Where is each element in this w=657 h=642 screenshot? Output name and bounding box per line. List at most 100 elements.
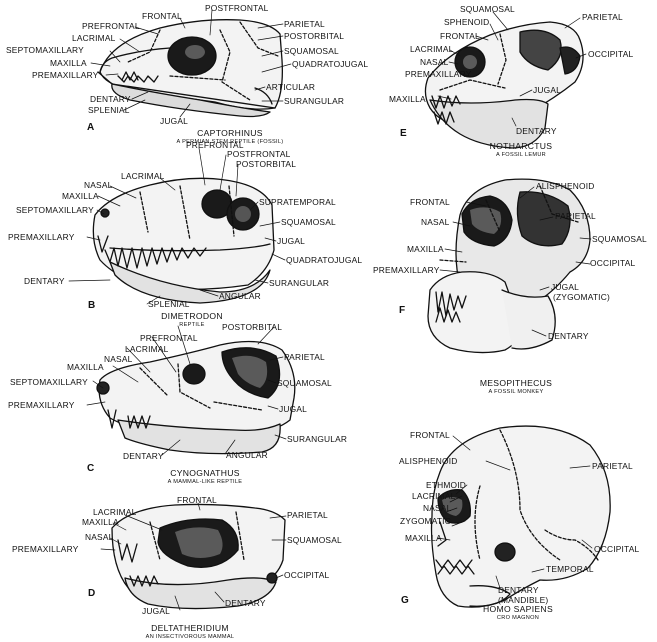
label-b-lacrimal: LACRIMAL bbox=[121, 172, 165, 181]
label-b-splenial: SPLENIAL bbox=[148, 300, 190, 309]
figure-letter-e: E bbox=[400, 128, 407, 139]
label-a-premaxillary: PREMAXILLARY bbox=[32, 71, 98, 80]
label-g-lacrimal: LACRIMAL bbox=[412, 492, 456, 501]
label-g-parietal: PARIETAL bbox=[592, 462, 633, 471]
label-d-lacrimal: LACRIMAL bbox=[93, 508, 137, 517]
caption-f-title: MESOPITHECUS bbox=[456, 379, 576, 388]
label-a-articular: ARTICULAR bbox=[266, 83, 315, 92]
figure-letter-d: D bbox=[88, 588, 95, 599]
label-f-frontal: FRONTAL bbox=[410, 198, 450, 207]
label-f-alisphenoid: ALISPHENOID bbox=[536, 182, 595, 191]
label-c-nasal: NASAL bbox=[104, 355, 132, 364]
label-g-nasal: NASAL bbox=[423, 504, 451, 513]
label-c-squamosal: SQUAMOSAL bbox=[277, 379, 332, 388]
label-a-squamosal: SQUAMOSAL bbox=[284, 47, 339, 56]
label-b-squamosal: SQUAMOSAL bbox=[281, 218, 336, 227]
label-d-parietal: PARIETAL bbox=[287, 511, 328, 520]
label-d-nasal: NASAL bbox=[85, 533, 113, 542]
label-e-frontal: FRONTAL bbox=[440, 32, 480, 41]
label-e-lacrimal: LACRIMAL bbox=[410, 45, 454, 54]
figure-letter-c: C bbox=[87, 463, 94, 474]
label-c-septomaxillary: SEPTOMAXILLARY bbox=[10, 378, 88, 387]
caption-g-subtitle: CRO MAGNON bbox=[463, 614, 573, 623]
label-d-occipital: OCCIPITAL bbox=[284, 571, 329, 580]
figure-letter-b: B bbox=[88, 300, 95, 311]
figure-letter-a: A bbox=[87, 122, 94, 133]
label-a-postorbital: POSTORBITAL bbox=[284, 32, 344, 41]
caption-d: DELTATHERIDIUM AN INSECTIVOROUS MAMMAL bbox=[125, 624, 255, 642]
label-a-quadratojugal: QUADRATOJUGAL bbox=[292, 60, 368, 69]
label-c-jugal: JUGAL bbox=[279, 405, 307, 414]
caption-f-subtitle: A FOSSIL MONKEY bbox=[456, 388, 576, 397]
label-a-septomaxillary: SEPTOMAXILLARY bbox=[6, 46, 84, 55]
label-c-surangular: SURANGULAR bbox=[287, 435, 347, 444]
label-d-dentary: DENTARY bbox=[225, 599, 266, 608]
label-c-maxilla: MAXILLA bbox=[67, 363, 104, 372]
label-f-maxilla: MAXILLA bbox=[407, 245, 444, 254]
caption-c-title: CYNOGNATHUS bbox=[140, 469, 270, 478]
label-d-premaxillary: PREMAXILLARY bbox=[12, 545, 78, 554]
label-a-parietal: PARIETAL bbox=[284, 20, 325, 29]
label-f-squamosal: SQUAMOSAL bbox=[592, 235, 647, 244]
skull-f-drawing bbox=[428, 179, 590, 352]
caption-e: NOTHARCTUS A FOSSIL LEMUR bbox=[466, 142, 576, 160]
label-b-surangular: SURANGULAR bbox=[269, 279, 329, 288]
label-b-septomaxillary: SEPTOMAXILLARY bbox=[16, 206, 94, 215]
label-a-maxilla: MAXILLA bbox=[50, 59, 87, 68]
label-d-jugal: JUGAL bbox=[142, 607, 170, 616]
label-c-angular: ANGULAR bbox=[226, 451, 268, 460]
label-f-jugal: JUGAL bbox=[551, 283, 579, 292]
label-a-prefrontal: PREFRONTAL bbox=[82, 22, 140, 31]
label-g-dentary: DENTARY bbox=[498, 586, 539, 595]
label-b-supratemporal: SUPRATEMPORAL bbox=[259, 198, 336, 207]
label-c-premaxillary: PREMAXILLARY bbox=[8, 401, 74, 410]
label-e-sphenoid: SPHENOID bbox=[444, 18, 489, 27]
label-b-jugal: JUGAL bbox=[277, 237, 305, 246]
label-b-nasal: NASAL bbox=[84, 181, 112, 190]
caption-b-title: DIMETRODON bbox=[142, 312, 242, 321]
label-e-squamosal: SQUAMOSAL bbox=[460, 5, 515, 14]
label-f-premaxillary: PREMAXILLARY bbox=[373, 266, 439, 275]
label-f-nasal: NASAL bbox=[421, 218, 449, 227]
label-c-postorbital: POSTORBITAL bbox=[222, 323, 282, 332]
caption-f: MESOPITHECUS A FOSSIL MONKEY bbox=[456, 379, 576, 397]
label-a-dentary: DENTARY bbox=[90, 95, 131, 104]
caption-c-subtitle: A MAMMAL-LIKE REPTILE bbox=[140, 478, 270, 487]
label-d-frontal: FRONTAL bbox=[177, 496, 217, 505]
label-a-jugal: JUGAL bbox=[160, 117, 188, 126]
caption-g: HOMO SAPIENS CRO MAGNON bbox=[463, 605, 573, 623]
label-e-nasal: NASAL bbox=[420, 58, 448, 67]
caption-e-title: NOTHARCTUS bbox=[466, 142, 576, 151]
label-b-premaxillary: PREMAXILLARY bbox=[8, 233, 74, 242]
label-b-postfrontal: POSTFRONTAL bbox=[227, 150, 290, 159]
label-e-occipital: OCCIPITAL bbox=[588, 50, 633, 59]
label-a-lacrimal: LACRIMAL bbox=[72, 34, 116, 43]
label-b-quadratojugal: QUADRATOJUGAL bbox=[286, 256, 362, 265]
caption-a-title: CAPTORHINUS bbox=[160, 129, 300, 138]
caption-g-title: HOMO SAPIENS bbox=[463, 605, 573, 614]
label-e-premaxillary: PREMAXILLARY bbox=[405, 70, 471, 79]
caption-e-subtitle: A FOSSIL LEMUR bbox=[466, 151, 576, 160]
label-c-parietal: PARIETAL bbox=[284, 353, 325, 362]
label-e-dentary: DENTARY bbox=[516, 127, 557, 136]
label-e-jugal: JUGAL bbox=[533, 86, 561, 95]
label-d-squamosal: SQUAMOSAL bbox=[287, 536, 342, 545]
label-a-postfrontal: POSTFRONTAL bbox=[205, 4, 268, 13]
label-b-angular: ANGULAR bbox=[219, 292, 261, 301]
caption-d-subtitle: AN INSECTIVOROUS MAMMAL bbox=[125, 633, 255, 642]
caption-d-title: DELTATHERIDIUM bbox=[125, 624, 255, 633]
skull-b-drawing bbox=[93, 178, 274, 303]
label-b-dentary: DENTARY bbox=[24, 277, 65, 286]
label-g-ethmoid: ETHMOID bbox=[426, 481, 466, 490]
label-c-prefrontal: PREFRONTAL bbox=[140, 334, 198, 343]
label-g-alisphenoid: ALISPHENOID bbox=[399, 457, 458, 466]
label-a-frontal: FRONTAL bbox=[142, 12, 182, 21]
label-c-dentary: DENTARY bbox=[123, 452, 164, 461]
label-b-maxilla: MAXILLA bbox=[62, 192, 99, 201]
label-e-maxilla: MAXILLA bbox=[389, 95, 426, 104]
label-g-maxilla: MAXILLA bbox=[405, 534, 442, 543]
figure-letter-g: G bbox=[401, 595, 409, 606]
label-g-occipital: OCCIPITAL bbox=[594, 545, 639, 554]
label-d-maxilla: MAXILLA bbox=[82, 518, 119, 527]
label-g-zygomatic: ZYGOMATIC bbox=[400, 517, 451, 526]
